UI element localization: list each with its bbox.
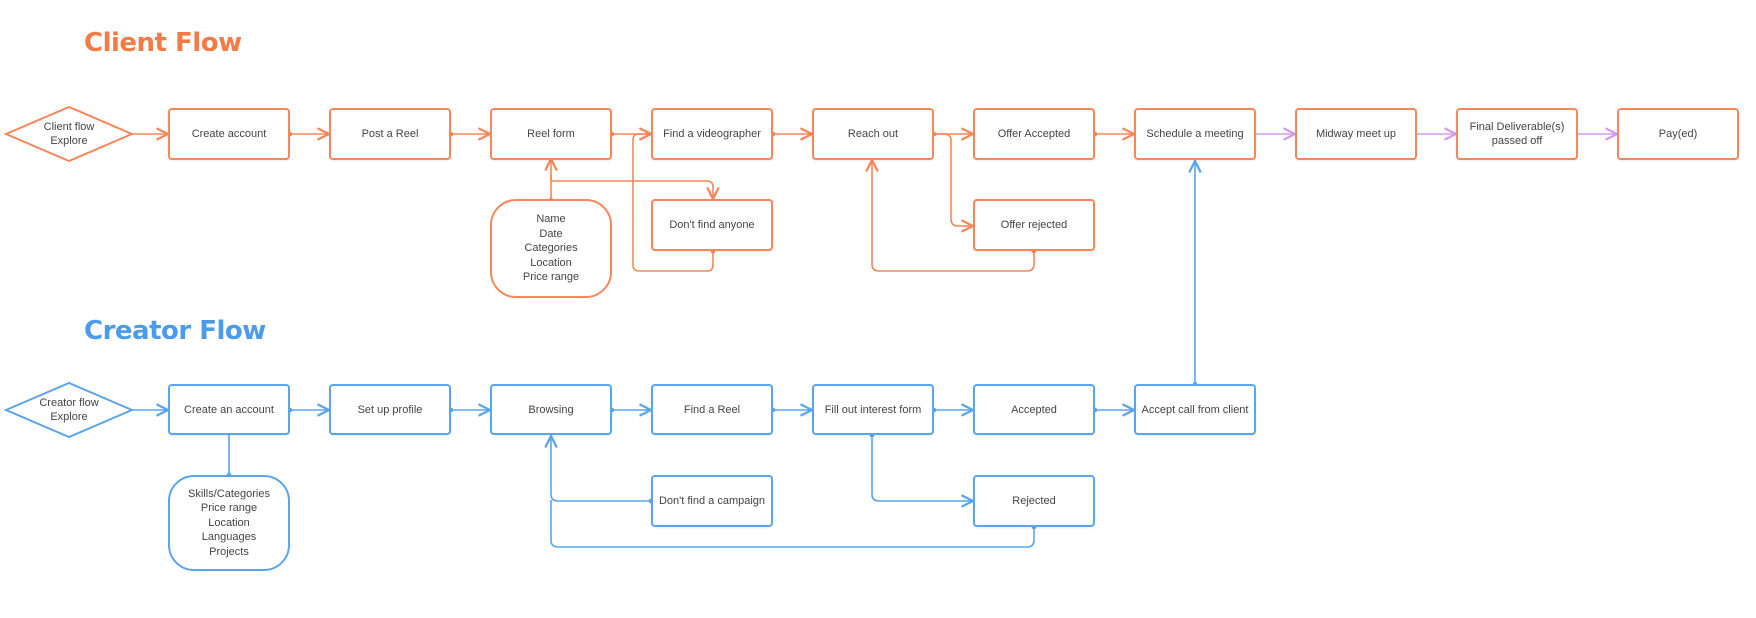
client-offer-accepted[interactable]: Offer Accepted xyxy=(973,108,1095,160)
client-schedule-meeting[interactable]: Schedule a meeting xyxy=(1134,108,1256,160)
client-offer-rejected[interactable]: Offer rejected xyxy=(973,199,1095,251)
profile-field-projects: Projects xyxy=(209,545,249,558)
creator-setup-profile[interactable]: Set up profile xyxy=(329,384,451,435)
creator-browsing[interactable]: Browsing xyxy=(490,384,612,435)
creator-rejected[interactable]: Rejected xyxy=(973,475,1095,527)
client-post-reel[interactable]: Post a Reel xyxy=(329,108,451,160)
client-start-label[interactable]: Client flow Explore xyxy=(6,107,132,161)
client-midway-meetup[interactable]: Midway meet up xyxy=(1295,108,1417,160)
reel-field-location: Location xyxy=(530,256,572,269)
creator-accepted[interactable]: Accepted xyxy=(973,384,1095,435)
creator-dont-find-campaign[interactable]: Don't find a campaign xyxy=(651,475,773,527)
client-reach-out[interactable]: Reach out xyxy=(812,108,934,160)
client-final-deliverable[interactable]: Final Deliverable(s) passed off xyxy=(1456,108,1578,160)
client-dont-find-anyone[interactable]: Don't find anyone xyxy=(651,199,773,251)
client-connectors xyxy=(132,134,1134,272)
creator-connectors xyxy=(132,161,1195,548)
reel-field-date: Date xyxy=(539,227,563,240)
profile-field-skills: Skills/Categories xyxy=(188,487,270,500)
profile-fields: Skills/Categories Price range Location L… xyxy=(168,475,290,571)
creator-start-label[interactable]: Creator flow Explore xyxy=(6,383,132,437)
creator-interest-form[interactable]: Fill out interest form xyxy=(812,384,934,435)
client-start-line-2: Explore xyxy=(50,135,88,147)
profile-field-price-range: Price range xyxy=(200,502,258,515)
client-reel-form[interactable]: Reel form xyxy=(490,108,612,160)
creator-flow-title: Creator Flow xyxy=(84,316,266,346)
client-start-line-1: Client flow xyxy=(43,121,95,133)
profile-field-languages: Languages xyxy=(201,531,257,544)
reel-field-price-range: Price range xyxy=(522,271,580,284)
creator-start-line-1: Creator flow xyxy=(39,397,99,409)
reel-field-categories: Categories xyxy=(524,242,578,255)
creator-create-account[interactable]: Create an account xyxy=(168,384,290,435)
reel-field-name: Name xyxy=(536,213,566,226)
creator-accept-call[interactable]: Accept call from client xyxy=(1134,384,1256,435)
profile-field-location: Location xyxy=(208,516,250,529)
client-create-account[interactable]: Create account xyxy=(168,108,290,160)
client-payed[interactable]: Pay(ed) xyxy=(1617,108,1739,160)
creator-start-line-2: Explore xyxy=(50,411,88,423)
creator-find-reel[interactable]: Find a Reel xyxy=(651,384,773,435)
reel-form-fields: Name Date Categories Location Price rang… xyxy=(490,199,612,298)
client-flow-title: Client Flow xyxy=(84,28,242,58)
client-find-videographer[interactable]: Find a videographer xyxy=(651,108,773,160)
